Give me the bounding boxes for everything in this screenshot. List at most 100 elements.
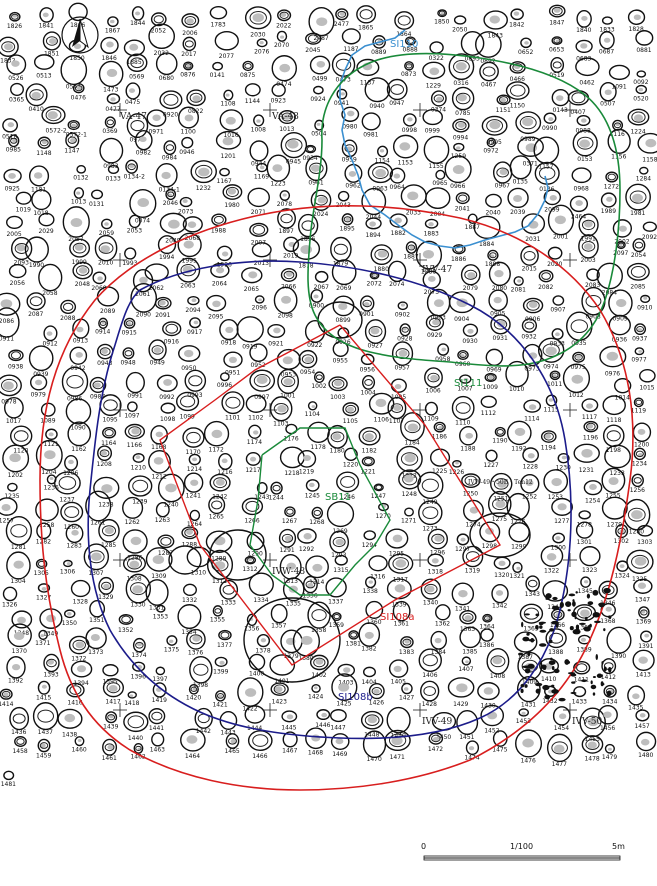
pit-inner-outline	[228, 737, 237, 745]
pit-fill	[230, 739, 237, 744]
pit-number: 2006	[182, 30, 197, 37]
pit-number: 1012	[568, 392, 583, 399]
pit-number: 1867	[105, 28, 120, 35]
stone	[553, 668, 560, 674]
pit-outline	[241, 497, 264, 516]
pit-number: 1400	[249, 671, 264, 678]
pit-outline	[364, 77, 391, 103]
pit-number: 1182	[362, 448, 377, 455]
pit-fill	[379, 149, 385, 153]
large-pit-outline	[469, 512, 531, 558]
pit-number: 1264	[187, 521, 202, 528]
pit-number: 1363	[460, 626, 475, 633]
grid-label-ivv50: IVV-50	[572, 717, 602, 727]
pit-outline	[100, 36, 119, 54]
pit-number: 1098	[160, 416, 175, 423]
pit-outline	[122, 347, 135, 360]
pit-number: 2005	[6, 231, 21, 238]
pit-outline	[550, 57, 565, 73]
pit-fill	[551, 477, 562, 487]
pit-outline	[7, 623, 32, 648]
pit-fill	[428, 222, 434, 227]
pit-inner-outline	[613, 122, 622, 129]
pit-number: 1001	[280, 393, 295, 400]
pit-fill	[75, 641, 85, 649]
pit-number: 0893	[465, 56, 480, 63]
pit-number: 1104	[305, 411, 320, 418]
pit-number: 1278	[577, 521, 592, 528]
pit-outline	[599, 81, 617, 102]
pit-number: 1210	[131, 464, 146, 471]
pit-number: 1329	[98, 594, 113, 601]
pit-outline	[205, 530, 233, 553]
pit-outline	[418, 500, 443, 526]
pit-fill	[128, 88, 136, 94]
pit-outline	[368, 555, 388, 572]
pit-fill	[498, 560, 506, 567]
pit-inner-outline	[160, 536, 172, 546]
pit-fill	[347, 406, 354, 413]
pit-number: 1315	[333, 567, 348, 574]
pit-fill	[272, 164, 283, 173]
pit-number: 1988	[211, 228, 226, 235]
pit-outline	[33, 54, 55, 70]
pit-number: 0986	[67, 395, 82, 402]
pit-outline	[105, 711, 118, 724]
pit-number: 1436	[11, 729, 26, 736]
pit-inner-outline	[225, 186, 239, 198]
pit-fill	[309, 482, 315, 488]
pit-fill	[1, 503, 11, 512]
pit-outline	[189, 655, 213, 684]
pit-outline	[573, 443, 600, 463]
pit-outline	[144, 263, 169, 282]
pit-inner-outline	[225, 396, 241, 409]
pit-number: 1266	[244, 517, 259, 524]
pit-number: 0911	[0, 336, 14, 343]
pit-number: 0914	[95, 329, 110, 336]
pit-number: 0979	[31, 391, 46, 398]
pit-outline	[28, 165, 50, 187]
pit-number: 1880	[374, 266, 389, 273]
pit-number: 1250	[463, 491, 478, 498]
pit-fill	[544, 433, 552, 439]
pit-outline	[0, 497, 18, 516]
pit-outline	[85, 490, 112, 522]
pit-number: 1256	[630, 487, 645, 494]
pit-number: 1090	[70, 425, 85, 432]
pit-fill	[283, 378, 293, 386]
pit-inner-outline	[397, 15, 411, 26]
pit-number: 2073	[178, 209, 193, 216]
pit-outline	[256, 481, 268, 495]
pit-inner-outline	[151, 711, 163, 721]
pit-fill	[284, 535, 292, 542]
pit-number: 1299	[511, 543, 526, 550]
pit-outline	[632, 238, 646, 253]
pit-outline	[334, 554, 348, 566]
pit-outline	[2, 444, 30, 473]
pit-number: 1864	[396, 31, 411, 38]
pit-outline	[631, 473, 644, 488]
pit-number: 1443	[220, 730, 235, 737]
pit-fill	[455, 62, 467, 71]
pit-fill	[619, 564, 625, 569]
pit-outline	[391, 341, 414, 366]
pit-number: 1162	[71, 446, 86, 453]
pit-fill	[428, 275, 436, 282]
pit-outline	[459, 374, 472, 384]
pit-fill	[77, 739, 82, 743]
pit-outline	[545, 628, 567, 649]
pit-outline	[24, 236, 49, 263]
pit-outline	[417, 471, 444, 500]
pit-fill	[108, 684, 118, 692]
pit-outline	[156, 604, 166, 613]
pit-number: 0569	[129, 73, 144, 80]
pit-outline	[494, 426, 506, 437]
pit-inner-outline	[58, 476, 77, 490]
pit-inner-outline	[244, 62, 252, 69]
pit-number: 1102	[248, 415, 263, 422]
pit-number: 0974	[543, 364, 558, 371]
pit-number: 1375	[164, 646, 179, 653]
pit-outline	[398, 469, 422, 490]
pit-outline	[282, 731, 298, 748]
pit-fill	[129, 43, 139, 51]
